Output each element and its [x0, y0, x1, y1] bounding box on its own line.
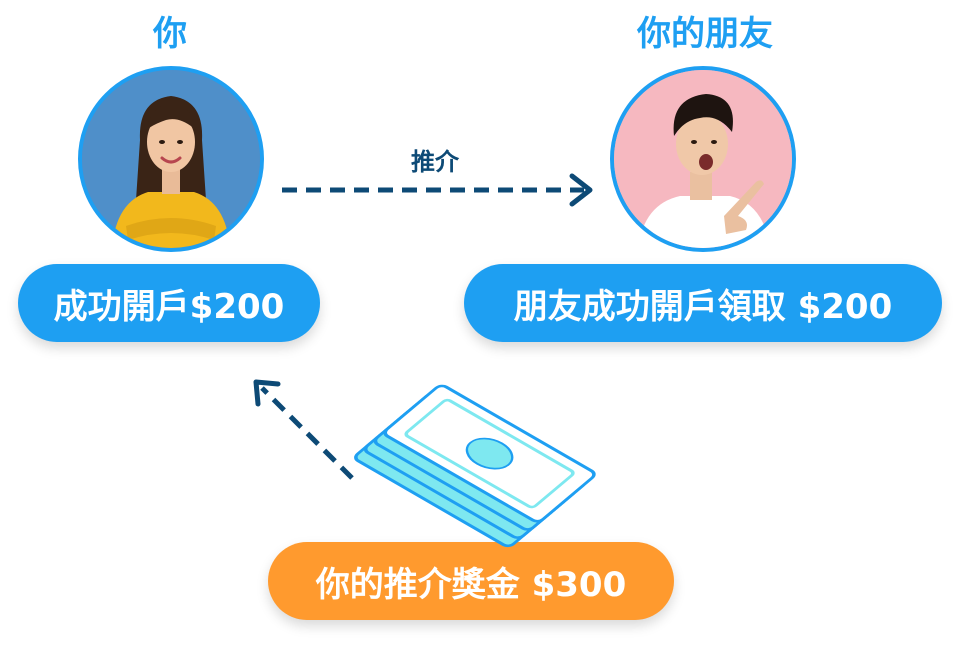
arrow-right-dashed-icon — [282, 173, 593, 207]
referral-bonus-pill: 你的推介獎金 $300 — [268, 542, 674, 620]
you-reward-pill: 成功開戶$200 — [18, 264, 320, 342]
cash-stack-icon — [354, 384, 596, 548]
friend-heading: 你的朋友 — [637, 14, 773, 54]
friend-reward-pill: 朋友成功開戶領取 $200 — [464, 264, 942, 342]
woman-avatar-icon — [82, 70, 260, 248]
you-avatar — [78, 66, 264, 252]
man-avatar-icon — [614, 70, 792, 248]
you-heading: 你 — [153, 14, 187, 54]
friend-avatar — [610, 66, 796, 252]
arrow-up-left-dashed-icon — [253, 379, 354, 480]
referral-label: 推介 — [411, 148, 459, 176]
